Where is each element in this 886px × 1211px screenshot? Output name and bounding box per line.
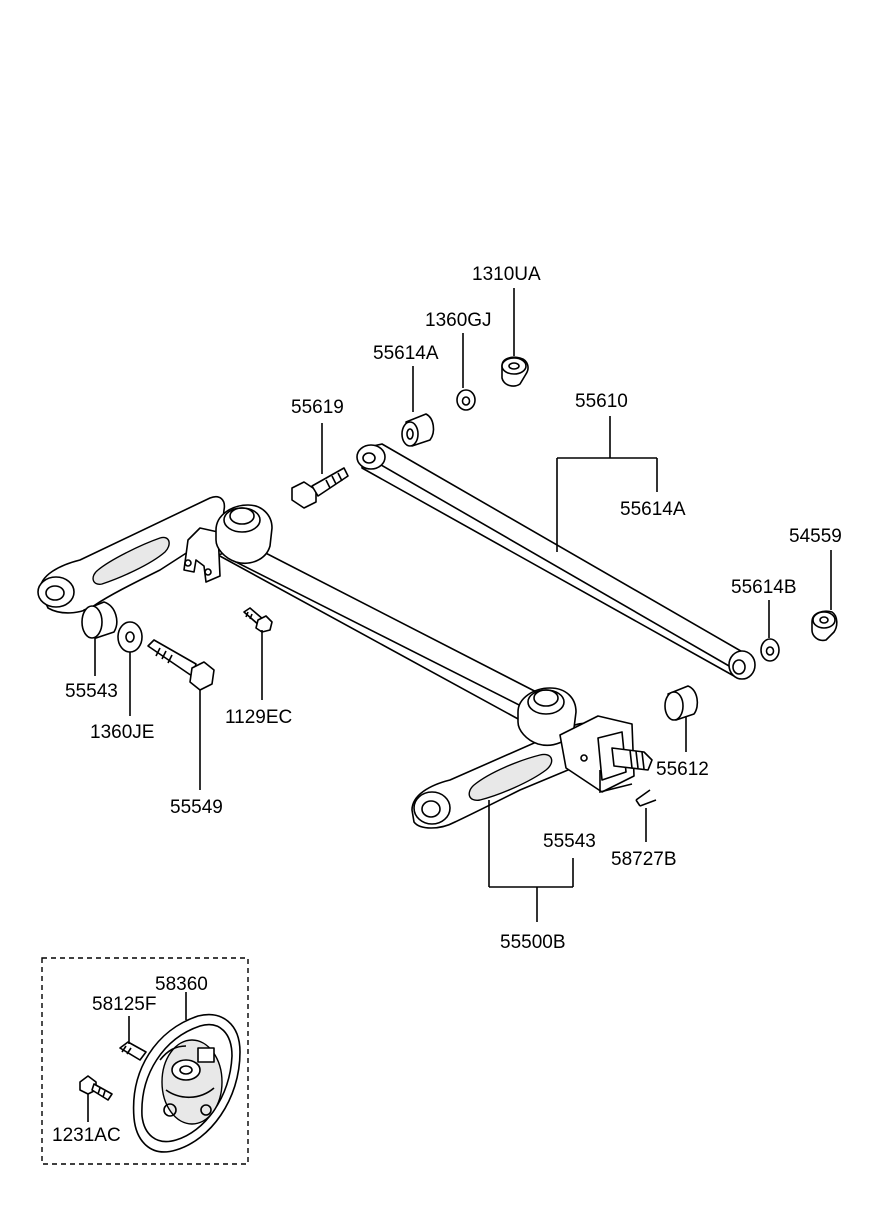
washer-1360GJ	[456, 389, 476, 411]
label-55549: 55549	[170, 797, 223, 818]
brake-backing-plate-inset	[41, 957, 249, 1165]
label-54559: 54559	[789, 526, 842, 547]
label-55612: 55612	[656, 759, 709, 780]
clip-58727B	[635, 789, 657, 807]
nut-54559	[811, 610, 838, 642]
bushing-55612	[664, 685, 699, 721]
bolt-1129EC	[243, 607, 273, 633]
leader-lines	[94, 288, 832, 922]
label-55619: 55619	[291, 397, 344, 418]
label-58360: 58360	[155, 974, 208, 995]
label-55614A-right: 55614A	[620, 499, 686, 520]
label-1129EC: 1129EC	[225, 707, 292, 728]
bolt-55619	[291, 467, 349, 509]
bolt-55549	[147, 639, 215, 691]
label-55500B: 55500B	[500, 932, 566, 953]
lateral-rod-55610	[356, 443, 756, 680]
washer-55614B	[760, 638, 780, 662]
bushing-55543-left	[81, 601, 118, 639]
trailing-arm-right	[411, 687, 653, 829]
part-labels: 1310UA 1360GJ 55614A 55619 55610 55614A …	[52, 264, 842, 1146]
label-55614A-top: 55614A	[373, 343, 439, 364]
label-55610: 55610	[575, 391, 628, 412]
label-55543-left: 55543	[65, 681, 118, 702]
label-58125F: 58125F	[92, 994, 156, 1015]
washer-1360JE	[117, 621, 143, 653]
label-1310UA: 1310UA	[472, 264, 541, 285]
label-58727B: 58727B	[611, 849, 677, 870]
axle-beam	[217, 544, 553, 721]
trailing-arm-left	[37, 495, 273, 614]
nut-1310UA	[501, 356, 529, 387]
label-55614B: 55614B	[731, 577, 797, 598]
bushing-55614A-top	[401, 413, 435, 447]
label-55543-right: 55543	[543, 831, 596, 852]
label-1231AC: 1231AC	[52, 1125, 121, 1146]
label-1360GJ: 1360GJ	[425, 310, 492, 331]
label-1360JE: 1360JE	[90, 722, 154, 743]
